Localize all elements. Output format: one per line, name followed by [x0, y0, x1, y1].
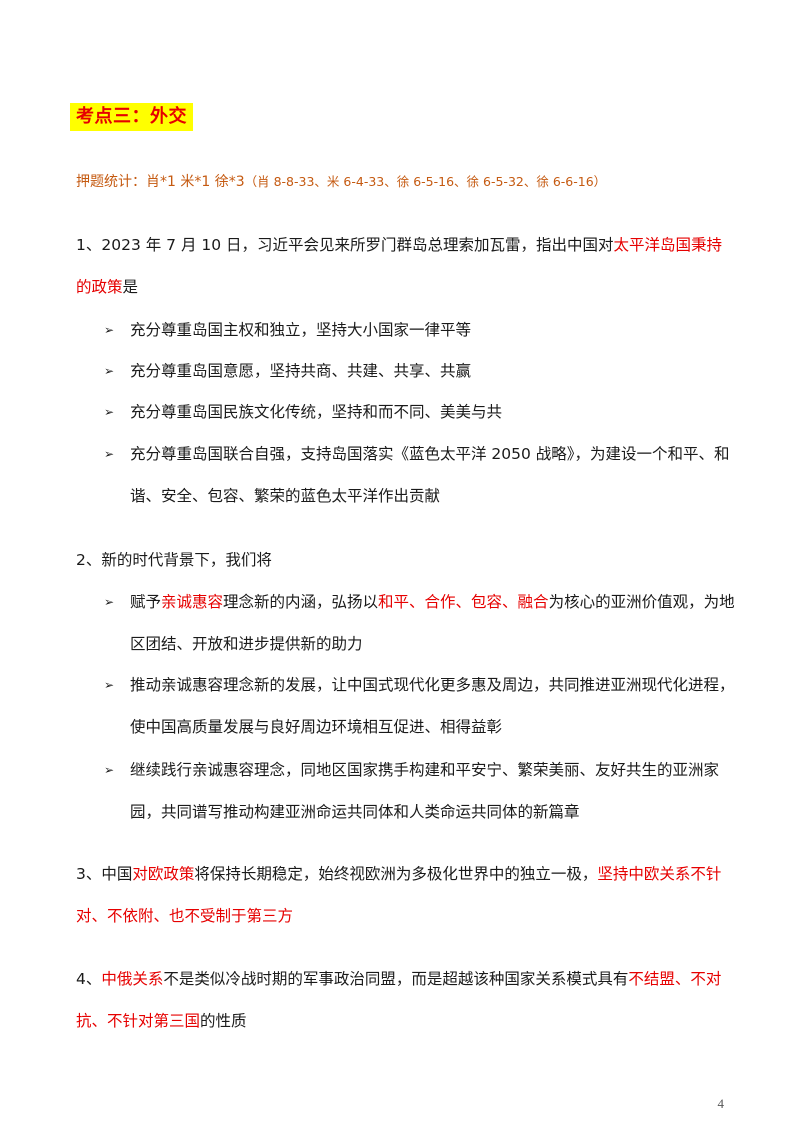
item-1-text-end: 是 — [122, 278, 139, 296]
page-number: 4 — [717, 1096, 725, 1111]
stats-main: 押题统计：肖*1 米*1 徐*3 — [76, 174, 245, 190]
bullet-highlight: 和平、合作、包容、融合 — [378, 593, 549, 611]
item-2-bullet: ➢ 推动亲诚惠容理念新的发展，让中国式现代化更多惠及周边，共同推进亚洲现代化进程… — [104, 664, 736, 748]
bullet-segment: 理念新的内涵，弘扬以 — [223, 593, 379, 611]
item-4-highlight: 不结盟、不对抗、不针对第三国 — [76, 970, 722, 1030]
item-3-text: 3、中国 — [76, 865, 133, 883]
item-4-text: 4、 — [76, 970, 102, 988]
bullet-text: 赋予亲诚惠容理念新的内涵，弘扬以和平、合作、包容、融合为核心的亚洲价值观，为地区… — [130, 581, 736, 665]
item-1-bullet: ➢ 充分尊重岛国民族文化传统，坚持和而不同、美美与共 — [104, 391, 736, 433]
arrow-bullet-icon: ➢ — [104, 364, 115, 378]
bullet-segment: 为核心的亚洲价值观，为地区团结、开放和进步提供新的助力 — [130, 593, 735, 653]
bullet-text: 继续践行亲诚惠容理念，同地区国家携手构建和平安宁、繁荣美丽、友好共生的亚洲家园，… — [130, 761, 720, 821]
item-2-bullet: ➢ 赋予亲诚惠容理念新的内涵，弘扬以和平、合作、包容、融合为核心的亚洲价值观，为… — [104, 581, 736, 665]
bullet-text: 推动亲诚惠容理念新的发展，让中国式现代化更多惠及周边，共同推进亚洲现代化进程，使… — [130, 676, 735, 736]
section-heading: 考点三：外交 — [70, 103, 193, 131]
item-3-text: 将保持长期稳定，始终视欧洲为多极化世界中的独立一极， — [194, 865, 598, 883]
arrow-bullet-icon: ➢ — [104, 595, 115, 609]
item-1-text: 1、2023 年 7 月 10 日，习近平会见来所罗门群岛总理索加瓦雷，指出中国… — [76, 236, 614, 254]
bullet-text: 充分尊重岛国民族文化传统，坚持和而不同、美美与共 — [130, 403, 503, 421]
item-4-text-end: 的性质 — [200, 1012, 247, 1030]
arrow-bullet-icon: ➢ — [104, 678, 115, 692]
item-4-text: 不是类似冷战时期的军事政治同盟，而是超越该种国家关系模式具有 — [163, 970, 629, 988]
prediction-stats: 押题统计：肖*1 米*1 徐*3（肖 8-8-33、米 6-4-33、徐 6-5… — [76, 172, 606, 192]
bullet-text: 充分尊重岛国主权和独立，坚持大小国家一律平等 — [130, 321, 472, 339]
item-4-highlight: 中俄关系 — [101, 970, 164, 988]
item-3-highlight: 坚持中欧关系不针对、不依附、也不受制于第三方 — [76, 865, 722, 925]
arrow-bullet-icon: ➢ — [104, 323, 115, 337]
item-2-intro: 2、新的时代背景下，我们将 — [76, 551, 272, 569]
item-4: 4、中俄关系不是类似冷战时期的军事政治同盟，而是超越该种国家关系模式具有不结盟、… — [76, 958, 736, 1042]
item-1-intro: 1、2023 年 7 月 10 日，习近平会见来所罗门群岛总理索加瓦雷，指出中国… — [76, 224, 736, 308]
arrow-bullet-icon: ➢ — [104, 405, 115, 419]
item-1-bullet: ➢ 充分尊重岛国主权和独立，坚持大小国家一律平等 — [104, 309, 736, 351]
item-3-highlight: 对欧政策 — [132, 865, 195, 883]
arrow-bullet-icon: ➢ — [104, 447, 115, 461]
bullet-highlight: 亲诚惠容 — [161, 593, 224, 611]
arrow-bullet-icon: ➢ — [104, 763, 115, 777]
item-1-bullet: ➢ 充分尊重岛国意愿，坚持共商、共建、共享、共赢 — [104, 350, 736, 392]
item-1-bullet: ➢ 充分尊重岛国联合自强，支持岛国落实《蓝色太平洋 2050 战略》，为建设一个… — [104, 433, 736, 517]
bullet-segment: 赋予 — [130, 593, 162, 611]
bullet-text: 充分尊重岛国意愿，坚持共商、共建、共享、共赢 — [130, 362, 472, 380]
item-2-bullet: ➢ 继续践行亲诚惠容理念，同地区国家携手构建和平安宁、繁荣美丽、友好共生的亚洲家… — [104, 749, 736, 833]
item-1-highlight: 太平洋岛国秉持的政策 — [76, 236, 723, 296]
bullet-text: 充分尊重岛国联合自强，支持岛国落实《蓝色太平洋 2050 战略》，为建设一个和平… — [130, 445, 730, 505]
stats-detail: （肖 8-8-33、米 6-4-33、徐 6-5-16、徐 6-5-32、徐 6… — [244, 174, 607, 189]
item-3: 3、中国对欧政策将保持长期稳定，始终视欧洲为多极化世界中的独立一极，坚持中欧关系… — [76, 853, 736, 937]
